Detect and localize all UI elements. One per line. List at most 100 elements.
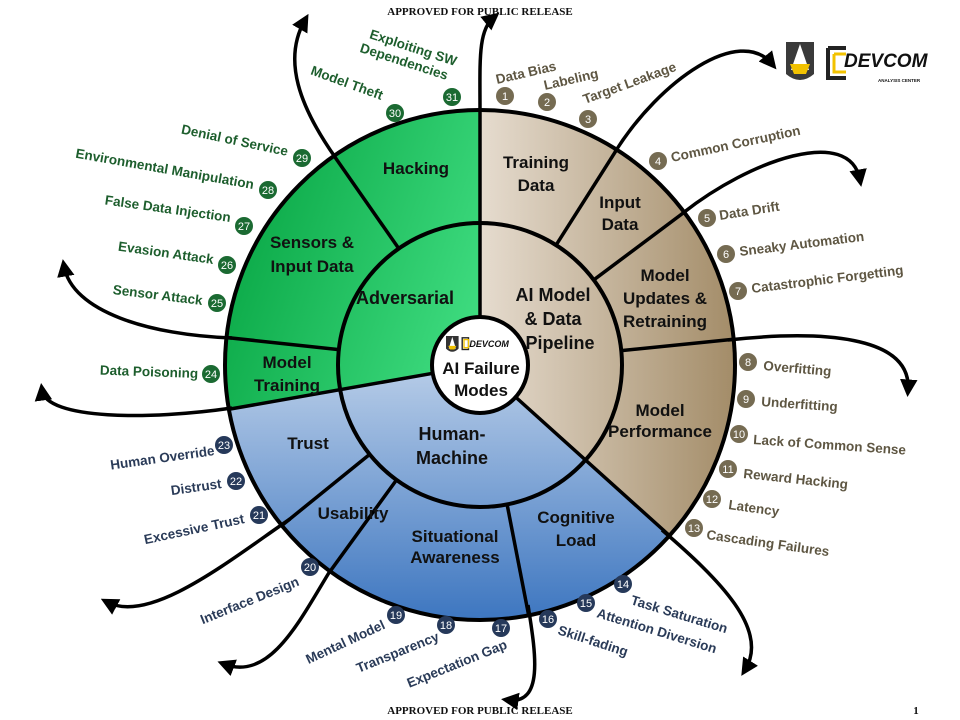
sector-divider xyxy=(592,210,686,282)
number-badge-text: 14 xyxy=(617,579,629,591)
number-badge-text: 10 xyxy=(733,429,745,441)
failure-mode-label: Cascading Failures xyxy=(706,527,831,559)
number-badge-text: 18 xyxy=(440,620,452,632)
number-badge xyxy=(737,390,755,408)
top-release-notice: APPROVED FOR PUBLIC RELEASE xyxy=(387,6,573,18)
number-badge xyxy=(717,245,735,263)
failure-mode-label: Environmental Manipulation xyxy=(74,146,255,192)
failure-mode-label: Underfitting xyxy=(761,394,838,414)
number-badge xyxy=(437,616,455,634)
number-badge xyxy=(387,606,405,624)
number-badge xyxy=(730,425,748,443)
number-badge-text: 24 xyxy=(205,369,217,381)
failure-mode-label: Sneaky Automation xyxy=(739,229,865,259)
number-badge xyxy=(235,217,253,235)
arrow-curve xyxy=(660,528,758,676)
arrow-curve xyxy=(100,517,291,615)
sub-sensors-input-data: Sensors &Input Data xyxy=(270,233,354,276)
number-badge xyxy=(496,87,514,105)
arrow-curve xyxy=(57,259,233,340)
number-badge-text: 31 xyxy=(446,92,458,104)
number-badge-text: 26 xyxy=(221,260,233,272)
number-badge-text: 29 xyxy=(296,153,308,165)
number-badge-text: 28 xyxy=(262,185,274,197)
arrow-curve xyxy=(681,150,867,215)
number-badge xyxy=(579,110,597,128)
number-badge xyxy=(202,365,220,383)
number-badge xyxy=(293,149,311,167)
number-badge xyxy=(698,209,716,227)
number-badge-text: 8 xyxy=(745,357,751,369)
number-badge xyxy=(208,294,226,312)
arrow-curve xyxy=(217,570,332,676)
number-badge xyxy=(685,519,703,537)
number-badge xyxy=(739,353,757,371)
number-badge xyxy=(227,472,245,490)
number-badge-text: 16 xyxy=(542,614,554,626)
sub-hacking: Hacking xyxy=(383,159,449,178)
failure-mode-label: False Data Injection xyxy=(104,192,232,225)
number-badge xyxy=(386,104,404,122)
number-badge-text: 5 xyxy=(704,213,710,225)
number-badge-text: 22 xyxy=(230,476,242,488)
number-badge xyxy=(218,256,236,274)
failure-mode-label: Data Drift xyxy=(718,199,781,223)
page-number: 1 xyxy=(913,705,919,717)
arrow-curve xyxy=(292,13,337,159)
number-badge-text: 11 xyxy=(722,464,733,476)
failure-mode-item: 8 Overfitting xyxy=(739,353,832,379)
number-badge-text: 19 xyxy=(390,610,402,622)
number-badge xyxy=(649,152,667,170)
center-title-line2: Modes xyxy=(454,381,508,400)
failure-mode-label: Skill-fading xyxy=(556,623,630,660)
number-badge xyxy=(538,93,556,111)
arrows xyxy=(34,12,918,711)
sector-divider xyxy=(554,148,619,247)
number-badge-text: 6 xyxy=(723,249,729,261)
number-badge-text: 2 xyxy=(544,97,550,109)
category-human-machine: Human-Machine xyxy=(416,424,488,468)
number-badge-text: 25 xyxy=(211,298,223,310)
number-badge xyxy=(250,506,268,524)
number-badge-text: 3 xyxy=(585,114,591,126)
number-badge-text: 17 xyxy=(495,623,507,635)
number-badge-text: 12 xyxy=(706,494,718,506)
category-adversarial: Adversarial xyxy=(356,288,454,308)
failure-mode-label: Interface Design xyxy=(198,574,301,627)
failure-mode-item: 28 Environmental Manipulation xyxy=(74,146,277,199)
arrow-curve xyxy=(613,49,777,153)
failure-mode-label: Overfitting xyxy=(763,358,832,379)
number-badge xyxy=(729,282,747,300)
number-badge-text: 4 xyxy=(655,156,661,168)
logo-subtext: ANALYSIS CENTER xyxy=(878,78,921,83)
failure-mode-label: Model Theft xyxy=(309,63,386,103)
number-badge-text: 1 xyxy=(502,91,508,103)
logo-text: DEVCOM xyxy=(469,339,509,349)
number-badge xyxy=(215,436,233,454)
arrow-curve xyxy=(478,12,500,111)
failure-mode-label: Exploiting SWDependencies xyxy=(358,25,459,84)
number-badge-text: 7 xyxy=(735,286,741,298)
sector-divider xyxy=(226,335,340,352)
sector-divider xyxy=(621,337,734,353)
number-badge-text: 13 xyxy=(688,523,700,535)
sector-divider xyxy=(332,154,401,250)
number-badge xyxy=(703,490,721,508)
sub-trust: Trust xyxy=(287,434,329,453)
center-title-line1: AI Failure xyxy=(442,359,519,378)
number-badge xyxy=(443,88,461,106)
number-badge xyxy=(259,181,277,199)
